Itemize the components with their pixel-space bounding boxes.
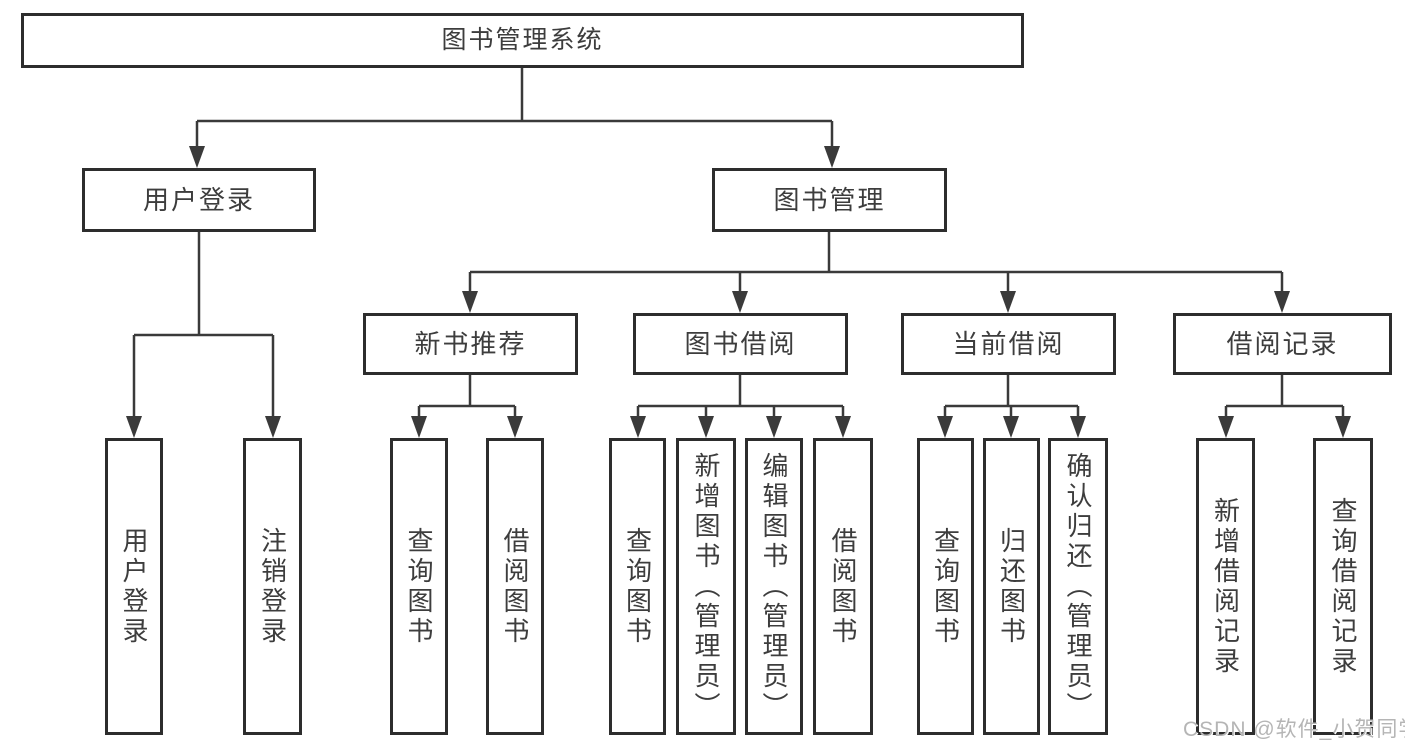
connector-borrow-records-to-leaves: [1218, 375, 1351, 438]
leaf-query-books-recommend: 查询图书: [390, 438, 448, 735]
leaf-query-books-current: 查询图书: [917, 438, 974, 735]
node-new-book-recommend: 新书推荐: [363, 313, 578, 375]
leaf-confirm-return-admin: 确认归还（管理员）: [1048, 438, 1108, 735]
node-current-borrow: 当前借阅: [901, 313, 1116, 375]
leaf-return-book: 归还图书: [983, 438, 1040, 735]
leaf-borrow-books: 借阅图书: [813, 438, 873, 735]
connector-user-login-to-leaves: [126, 232, 281, 438]
node-book-management: 图书管理: [712, 168, 947, 232]
connector-new-books-to-leaves: [411, 375, 523, 438]
leaf-query-borrow-record: 查询借阅记录: [1313, 438, 1373, 735]
node-book-borrow: 图书借阅: [633, 313, 848, 375]
leaf-edit-book-admin: 编辑图书（管理员）: [745, 438, 803, 735]
leaf-add-borrow-record: 新增借阅记录: [1196, 438, 1255, 735]
connector-book-mgmt-to-level3: [462, 232, 1290, 313]
leaf-query-books-borrow: 查询图书: [609, 438, 666, 735]
node-borrow-records: 借阅记录: [1173, 313, 1392, 375]
connector-current-borrow-to-leaves: [937, 375, 1086, 438]
leaf-borrow-books-recommend: 借阅图书: [486, 438, 544, 735]
leaf-user-login: 用户登录: [105, 438, 163, 735]
node-user-login: 用户登录: [82, 168, 316, 232]
connector-root-to-level2: [189, 68, 840, 168]
csdn-watermark: CSDN @软件_小贺同学: [1183, 718, 1405, 741]
leaf-logout: 注销登录: [243, 438, 302, 735]
connector-book-borrow-to-leaves: [630, 375, 851, 438]
node-root: 图书管理系统: [21, 13, 1024, 68]
leaf-add-book-admin: 新增图书（管理员）: [676, 438, 736, 735]
